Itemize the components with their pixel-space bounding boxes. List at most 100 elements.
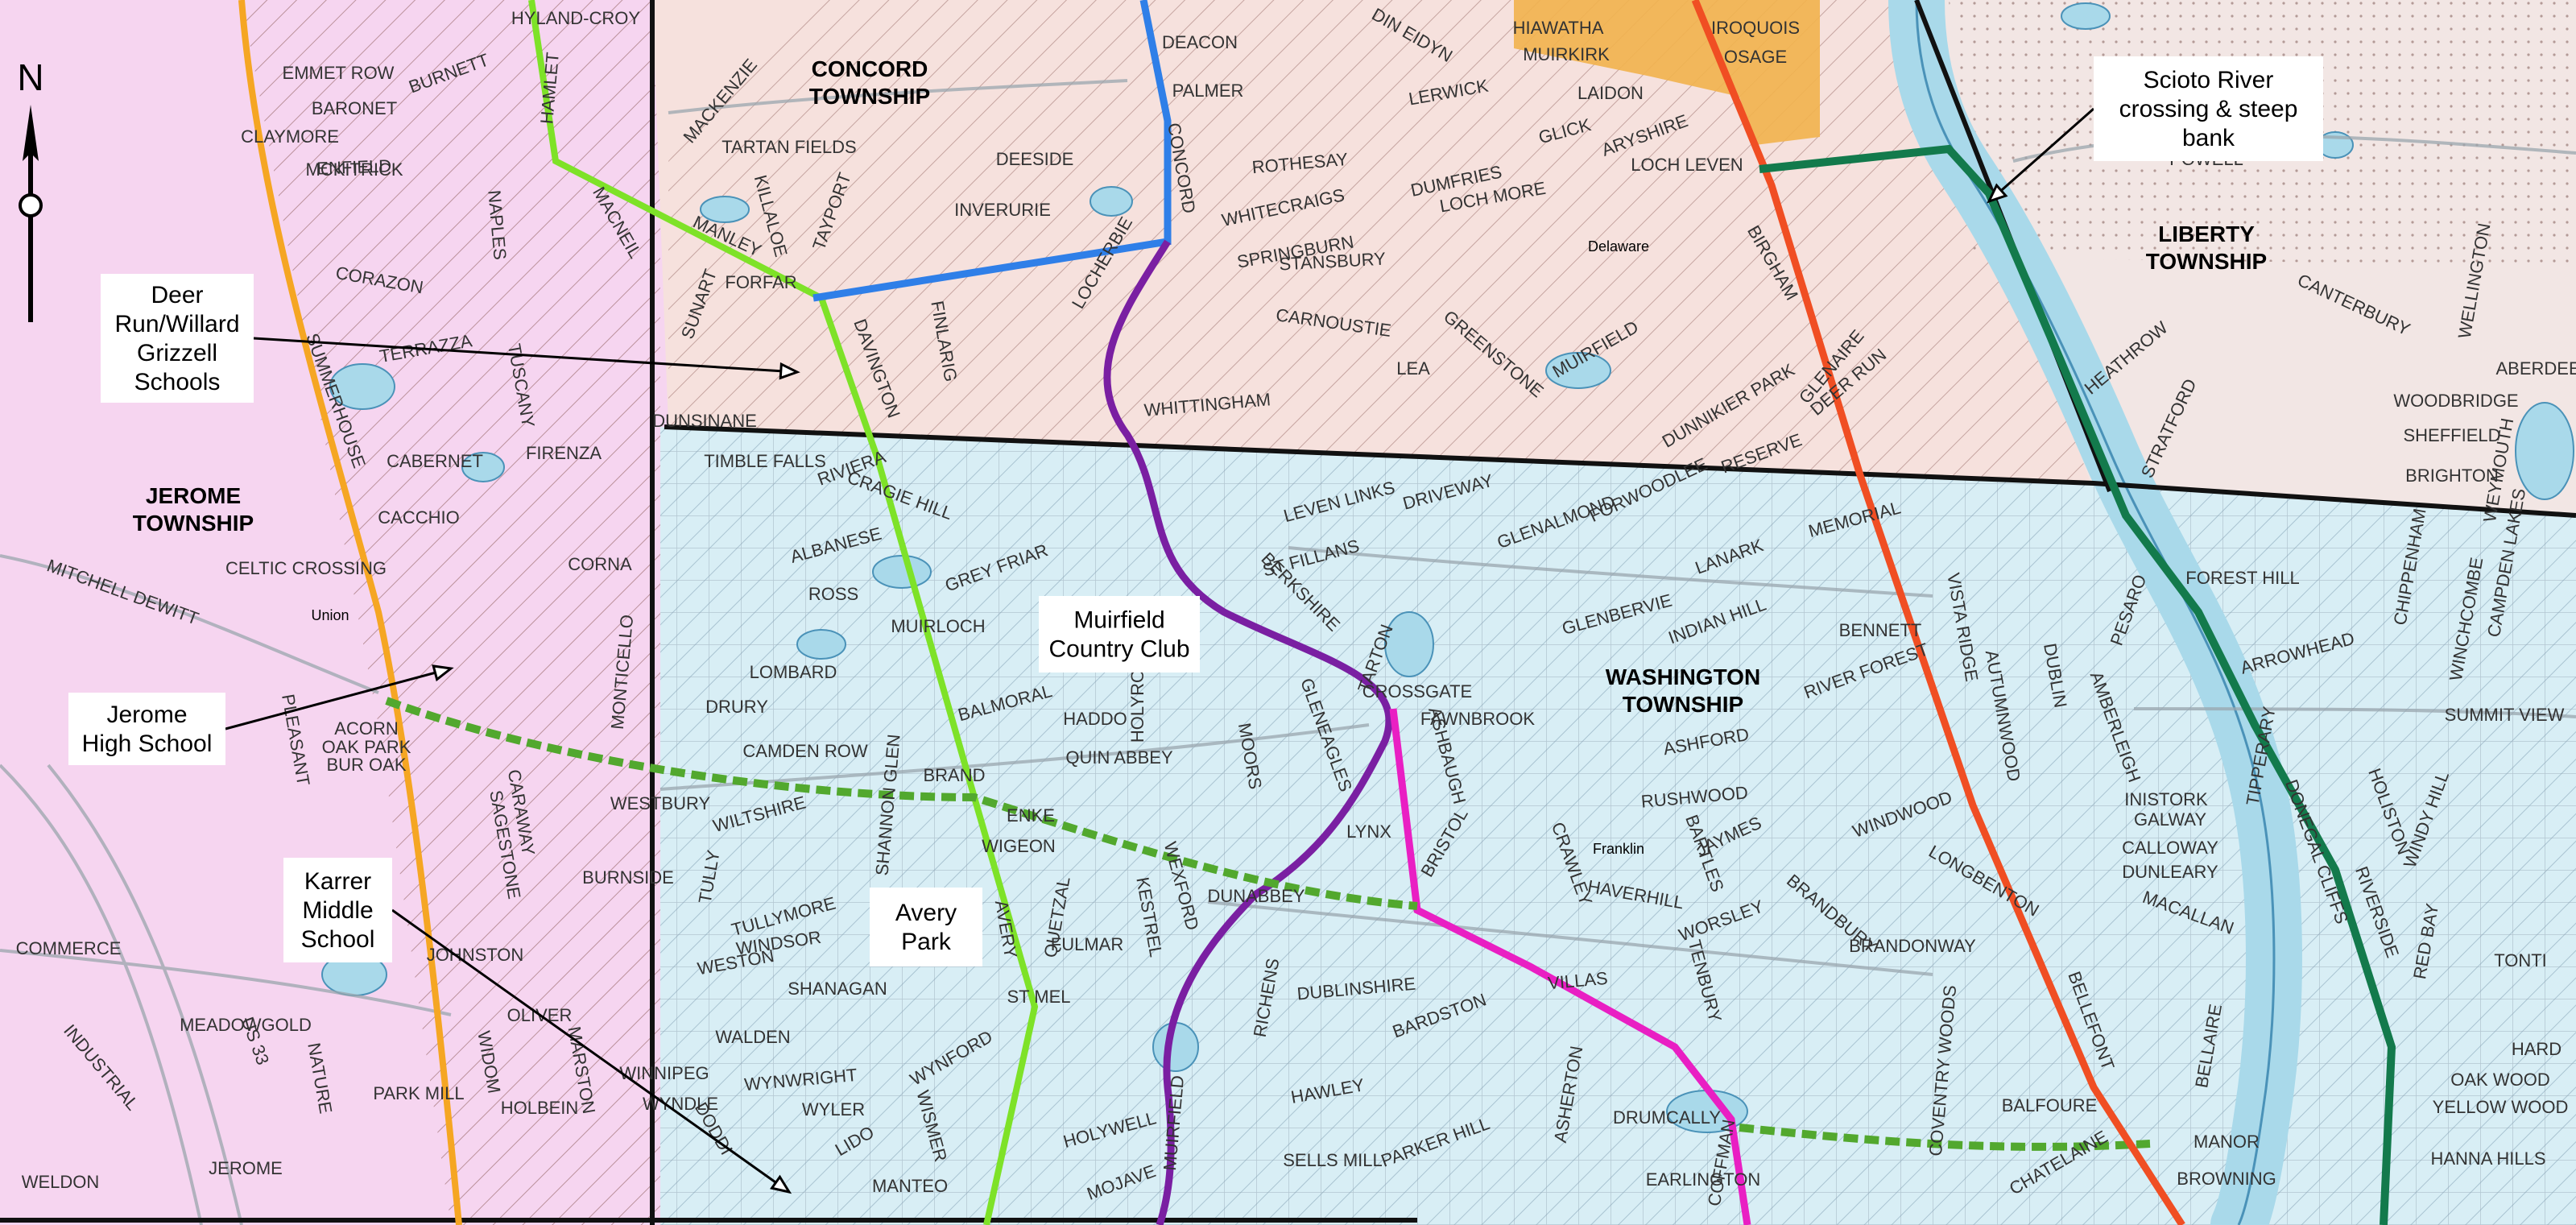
street-label: PALMER — [1172, 81, 1244, 101]
street-label: LOMBARD — [750, 662, 837, 682]
street-label: CACCHIO — [378, 507, 459, 528]
place-delaware: Delaware — [1588, 238, 1649, 255]
street-label: SELLS MILL — [1283, 1150, 1383, 1170]
street-label: YELLOW WOOD — [2433, 1097, 2569, 1117]
street-label: TARTAN FIELDS — [722, 137, 856, 157]
street-label: ROSS — [808, 584, 858, 604]
street-label: BENNETT — [1839, 620, 1922, 640]
route-purple — [1103, 239, 1393, 1225]
street-label: HANNA HILLS — [2430, 1148, 2545, 1169]
street-label: BUR OAK — [326, 755, 406, 775]
street-label: MUIRLOCH — [891, 616, 985, 636]
street-label: HARD — [2512, 1039, 2562, 1059]
street-label: OSAGE — [1724, 47, 1787, 67]
street-label: SHEFFIELD — [2403, 425, 2500, 445]
north-label: N — [17, 56, 43, 98]
street-label: LOCH LEVEN — [1631, 155, 1743, 175]
street-label: SHANAGAN — [788, 979, 887, 999]
callout-box — [2094, 56, 2323, 161]
callout-box — [101, 274, 254, 403]
street-label: ENFIELD — [316, 155, 392, 178]
north-arrow-head — [23, 105, 39, 161]
street-label: ABERDEEN — [2495, 358, 2576, 379]
callout-arrow-head — [1987, 183, 2008, 204]
street-label: WYLER — [802, 1099, 865, 1119]
street-label: BRAND — [923, 765, 985, 785]
street-label: TONTI — [2494, 950, 2547, 970]
street-label: CLAYMORE — [241, 126, 339, 147]
street-label: COMMERCE — [16, 938, 122, 958]
street-label: LEA — [1396, 358, 1430, 379]
callout-arrow-head — [769, 1174, 792, 1194]
street-label: DUNSINANE — [652, 411, 757, 431]
street-label: CORNA — [568, 554, 632, 574]
street-label: INVERURIE — [954, 200, 1051, 220]
street-label: JEROME — [209, 1158, 283, 1178]
street-label: HOLBEIN — [501, 1098, 579, 1118]
street-label: DRURY — [705, 697, 768, 717]
street-label: LAIDON — [1577, 83, 1644, 103]
street-label: FOREST HILL — [2185, 568, 2299, 588]
route-dashed-green — [385, 697, 2151, 1151]
place-franklin: Franklin — [1593, 841, 1644, 857]
street-label: BARONET — [312, 98, 397, 118]
street-label: DEACON — [1162, 32, 1238, 52]
street-label: MCKITRICK — [306, 159, 403, 180]
street-label: BALFOURE — [2002, 1095, 2098, 1115]
street-label: DUNABBEY — [1207, 886, 1305, 906]
callout-box — [1039, 596, 1200, 673]
street-label: DUNLEARY — [2122, 862, 2218, 882]
route-orange — [238, 0, 462, 1225]
street-label: FORFAR — [725, 272, 796, 292]
street-label: FAWNBROOK — [1420, 709, 1536, 729]
street-label: JOHNSTON — [427, 945, 524, 965]
street-label: CELTIC CROSSING — [225, 558, 387, 578]
street-label: WALDEN — [715, 1027, 790, 1047]
street-label: HYLAND-CROY — [511, 8, 640, 28]
north-arrow-compass — [19, 193, 43, 217]
street-label: ST MEL — [1007, 987, 1070, 1007]
route-magenta — [1389, 708, 1751, 1225]
route-lime — [528, 0, 1039, 1225]
street-label: WINNIPEG — [619, 1063, 709, 1083]
callout-leader-line — [1988, 107, 2094, 203]
street-label: FIRENZA — [526, 443, 602, 463]
street-label: CALLOWAY — [2122, 838, 2218, 858]
callout-leader-line — [253, 337, 798, 374]
route-blue — [812, 0, 1172, 302]
street-label: BRANDONWAY — [1849, 936, 1976, 956]
street-label: ENKE — [1007, 805, 1055, 826]
route-dark-green — [1759, 144, 2396, 1225]
street-label: HADDO — [1063, 709, 1127, 729]
street-label: QUIN ABBEY — [1065, 747, 1173, 768]
street-label: IROQUOIS — [1711, 18, 1800, 38]
street-label: BROWNING — [2177, 1169, 2276, 1189]
jerome-hatch-area — [242, 0, 660, 1225]
street-label: WESTBURY — [610, 793, 711, 813]
callout-arrow-head — [779, 362, 800, 380]
street-label: CABERNET — [387, 451, 483, 471]
street-label: OAK WOOD — [2450, 1070, 2549, 1090]
street-label: WELDON — [22, 1172, 100, 1192]
callout-arrow-head — [432, 664, 454, 682]
callout-leader-line — [391, 908, 790, 1194]
street-label: CROSSGATE — [1362, 681, 1473, 701]
route-red — [1691, 0, 2185, 1225]
street-label: CAMDEN ROW — [742, 741, 867, 761]
ponds — [321, 2, 2574, 1133]
street-label: WIGEON — [982, 836, 1056, 856]
street-label: BURNSIDE — [582, 867, 674, 888]
